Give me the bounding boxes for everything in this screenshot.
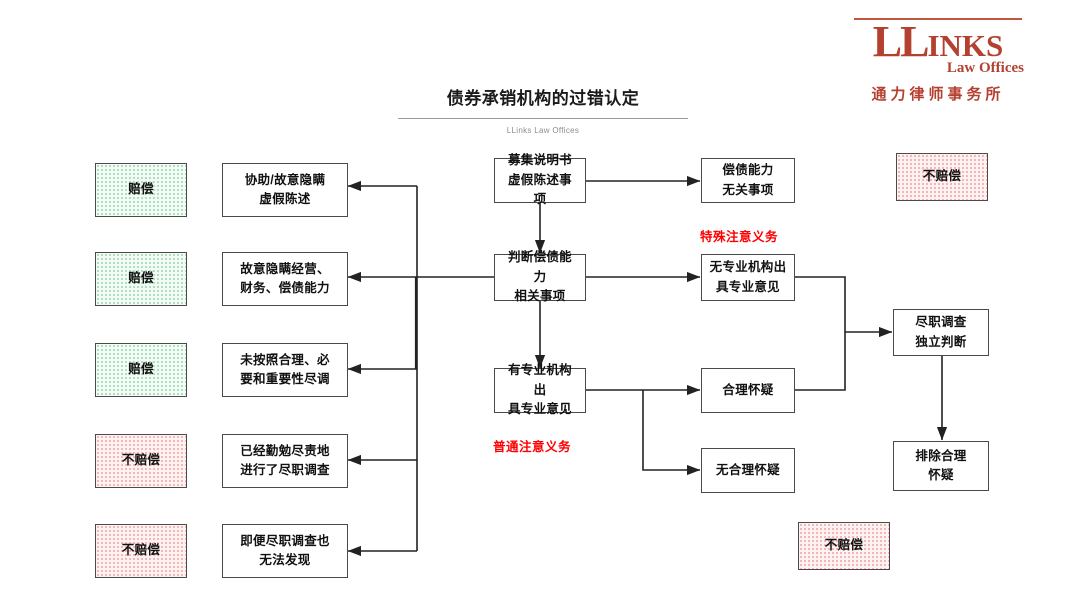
conduct-box-undiscoverable: 即便尽职调查也 无法发现 <box>222 524 348 578</box>
outcome-box-no-compensate-2: 不赔偿 <box>95 524 187 578</box>
conduct-line-2: 进行了尽职调查 <box>240 463 330 477</box>
conduct-line-1: 已经勤勉尽责地 <box>240 443 330 458</box>
outcome-box-no-compensate-4: 不赔偿 <box>798 522 890 570</box>
conduct-line-1: 故意隐瞒经营、 <box>240 261 330 276</box>
result-line-2: 怀疑 <box>928 468 954 482</box>
main-box-prospectus-misstatement: 募集说明书 虚假陈述事项 <box>494 153 586 206</box>
title-divider <box>398 118 688 119</box>
branch-box-reasonable-doubt: 合理怀疑 <box>701 368 795 413</box>
branch-line-1: 偿债能力 <box>722 163 774 178</box>
outcome-box-compensate-2: 赔偿 <box>95 252 187 306</box>
branch-box-no-expert-opinion: 无专业机构出 具专业意见 <box>701 254 795 301</box>
main-box-solvency-assessment: 判断偿债能力 相关事项 <box>494 250 586 303</box>
conduct-line-1: 未按照合理、必 <box>240 352 330 367</box>
conduct-line-1: 协助/故意隐瞒 <box>244 172 326 187</box>
outcome-label: 赔偿 <box>128 362 154 377</box>
result-line-1: 排除合理 <box>915 448 967 463</box>
main-box-with-expert-opinion: 有专业机构出 具专业意见 <box>494 363 586 416</box>
conduct-line-2: 无法发现 <box>259 553 311 567</box>
outcome-box-compensate-3: 赔偿 <box>95 343 187 397</box>
result-box-independent-judgment: 尽职调查 独立判断 <box>893 309 989 356</box>
branch-line-2: 具专业意见 <box>715 279 780 294</box>
conduct-line-2: 要和重要性尽调 <box>240 372 330 386</box>
annotation-special-duty: 特殊注意义务 <box>700 230 779 244</box>
main-line-1: 判断偿债能力 <box>507 250 572 284</box>
branch-label: 无合理怀疑 <box>715 462 780 477</box>
conduct-line-2: 财务、偿债能力 <box>240 281 330 295</box>
main-line-1: 募集说明书 <box>507 153 572 168</box>
branch-line-2: 无关事项 <box>722 182 774 197</box>
result-line-1: 尽职调查 <box>915 315 967 330</box>
branch-box-no-reasonable-doubt: 无合理怀疑 <box>701 448 795 493</box>
conduct-box-assist-conceal: 协助/故意隐瞒 虚假陈述 <box>222 163 348 217</box>
branch-line-1: 无专业机构出 <box>709 260 787 275</box>
logo-inks-text: INKS <box>927 28 1004 63</box>
logo-wordmark: LL INKS <box>848 17 1028 66</box>
conduct-box-conceal-operations: 故意隐瞒经营、 财务、偿债能力 <box>222 252 348 306</box>
outcome-box-no-compensate-3: 不赔偿 <box>896 153 988 201</box>
result-box-exclude-reasonable-doubt: 排除合理 怀疑 <box>893 441 989 491</box>
logo-top-rule <box>854 18 1022 20</box>
main-line-2: 相关事项 <box>514 289 566 304</box>
conduct-box-diligent-dd: 已经勤勉尽责地 进行了尽职调查 <box>222 434 348 488</box>
result-line-2: 独立判断 <box>915 334 967 349</box>
annotation-ordinary-duty: 普通注意义务 <box>493 440 572 454</box>
main-line-2: 虚假陈述事项 <box>507 172 572 207</box>
branch-label: 合理怀疑 <box>722 382 774 397</box>
outcome-label: 不赔偿 <box>121 453 161 468</box>
title-block: 债券承销机构的过错认定 LLinks Law Offices <box>398 84 688 135</box>
outcome-label: 赔偿 <box>128 182 154 197</box>
conduct-box-inadequate-dd: 未按照合理、必 要和重要性尽调 <box>222 343 348 397</box>
main-line-1: 有专业机构出 <box>507 363 572 397</box>
logo-chinese-text: 通力律师事务所 <box>871 84 1005 103</box>
llinks-logo: LL INKS Law Offices 通力律师事务所 <box>848 18 1028 104</box>
main-line-2: 具专业意见 <box>507 402 572 417</box>
page-title: 债券承销机构的过错认定 <box>446 89 640 108</box>
outcome-label: 不赔偿 <box>824 538 864 553</box>
outcome-label: 不赔偿 <box>922 169 962 184</box>
logo-ll-text: LL <box>872 17 930 66</box>
outcome-label: 赔偿 <box>128 271 154 286</box>
outcome-box-compensate-1: 赔偿 <box>95 163 187 217</box>
conduct-line-1: 即便尽职调查也 <box>240 533 330 548</box>
outcome-box-no-compensate-1: 不赔偿 <box>95 434 187 488</box>
logo-law-offices-text: Law Offices <box>946 59 1024 76</box>
outcome-label: 不赔偿 <box>121 543 161 558</box>
page-subtitle: LLinks Law Offices <box>506 126 580 135</box>
branch-box-irrelevant-to-solvency: 偿债能力 无关事项 <box>701 158 795 203</box>
conduct-line-2: 虚假陈述 <box>259 192 311 206</box>
